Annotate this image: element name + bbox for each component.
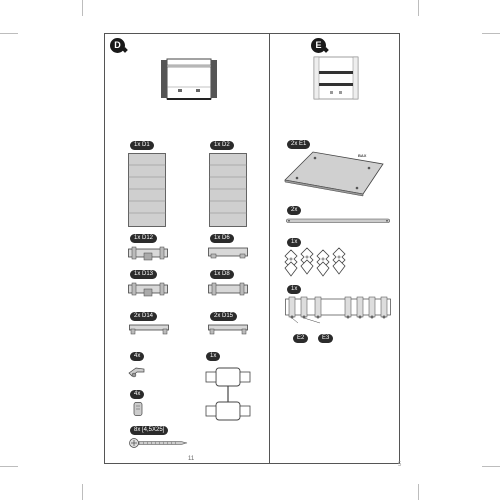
part-d6-label: 1x D6 xyxy=(210,234,234,243)
crop-mark xyxy=(0,33,18,34)
part-d8-label: 1x D8 xyxy=(210,270,234,279)
crop-mark xyxy=(0,466,18,467)
bar-quantity-label: 2x xyxy=(287,206,302,215)
part-d2-label: 1x D2 xyxy=(210,141,234,150)
clips-quantity-label: 1x xyxy=(287,238,302,247)
part-d15-drawing xyxy=(208,323,248,335)
panel-logo: BAX xyxy=(358,153,367,158)
part-e3-label: E3 xyxy=(318,334,334,343)
hinge-quantity-label: 4x xyxy=(130,352,145,361)
part-d6-drawing xyxy=(208,247,248,259)
part-e1-panel xyxy=(283,150,385,197)
part-d13-label: 1x D13 xyxy=(130,270,158,279)
clip-set-drawing xyxy=(282,247,348,280)
crop-mark xyxy=(418,484,419,500)
metal-bar-drawing xyxy=(286,218,390,224)
cam-lock-quantity-label: 4x xyxy=(130,390,145,399)
part-d1-label: 1x D1 xyxy=(130,141,154,150)
part-d12-drawing xyxy=(128,246,168,261)
hinge-icon xyxy=(128,364,146,378)
screw-quantity-label: 8x [4,5X25] xyxy=(130,426,169,435)
connector-bracket-drawing xyxy=(202,366,254,426)
screw-icon xyxy=(129,438,189,448)
crop-mark xyxy=(418,0,419,16)
part-d2-drawing xyxy=(209,153,247,227)
part-d14-label: 2x D14 xyxy=(130,312,158,321)
part-d14-drawing xyxy=(129,323,169,335)
section-e-badge: E xyxy=(311,38,326,53)
part-d1-drawing xyxy=(128,153,166,227)
crop-mark xyxy=(482,33,500,34)
cam-lock-icon xyxy=(132,402,144,416)
cabinet-d-illustration xyxy=(161,57,217,103)
cabinet-e-illustration xyxy=(312,55,360,103)
column-divider xyxy=(269,33,270,464)
section-d-badge: D xyxy=(110,38,125,53)
page-frame xyxy=(104,33,400,464)
page-index: 5 xyxy=(398,462,402,468)
hanging-rail-drawing xyxy=(285,295,391,324)
part-d8-drawing xyxy=(208,282,248,297)
part-d15-label: 2x D15 xyxy=(210,312,238,321)
part-e2-label: E2 xyxy=(293,334,309,343)
crop-mark xyxy=(482,466,500,467)
bracket-quantity-label: 1x xyxy=(206,352,221,361)
part-d13-drawing xyxy=(128,282,168,297)
page-number: 11 xyxy=(188,456,195,462)
crop-mark xyxy=(82,0,83,16)
rail-quantity-label: 1x xyxy=(287,285,302,294)
crop-mark xyxy=(82,484,83,500)
part-e1-label: 2x E1 xyxy=(287,140,311,149)
part-d12-label: 1x D12 xyxy=(130,234,158,243)
